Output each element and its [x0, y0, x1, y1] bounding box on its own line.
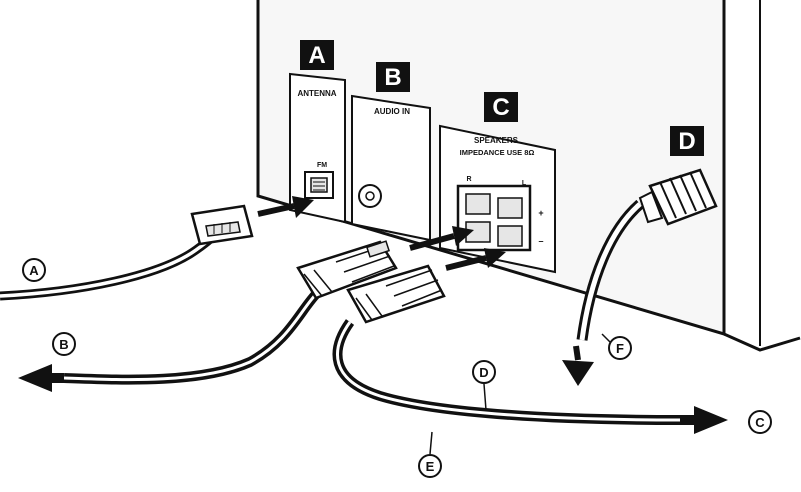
section-a-letter: A — [308, 42, 325, 69]
impedance-label: IMPEDANCE USE 8Ω — [460, 148, 535, 157]
speaker-minus-label: – — [538, 236, 543, 246]
svg-text:F: F — [616, 341, 624, 356]
section-b-box — [376, 62, 410, 92]
speaker-cable-c — [332, 319, 728, 434]
power-cord — [562, 168, 718, 386]
callout-f: F — [608, 336, 632, 360]
speakers-panel: C SPEAKERS IMPEDANCE USE 8Ω R L + – — [439, 92, 556, 274]
callout-a: A — [22, 258, 46, 282]
section-a-box — [300, 40, 334, 70]
power-plug[interactable] — [638, 168, 718, 226]
arrow-right-icon — [445, 255, 487, 271]
section-b-letter: B — [384, 64, 401, 91]
antenna-panel: A ANTENNA FM — [289, 40, 346, 224]
callout-c: C — [748, 410, 772, 434]
arrow-right-icon — [257, 203, 295, 217]
speaker-plug-right[interactable] — [296, 240, 398, 300]
callout-e: E — [418, 454, 442, 478]
leader-line-e — [429, 431, 433, 455]
leader-line-d — [483, 383, 487, 411]
svg-text:D: D — [479, 365, 488, 380]
callout-b: B — [52, 332, 76, 356]
arrow-head-icon — [292, 196, 314, 218]
speaker-left-label: L — [522, 180, 527, 187]
section-c-box — [484, 92, 518, 122]
antenna-plug[interactable] — [190, 204, 254, 246]
speakers-label: SPEAKERS — [474, 136, 519, 145]
audio-in-label: AUDIO IN — [374, 107, 410, 116]
antenna-cable — [0, 196, 314, 301]
speaker-plus-label: + — [538, 208, 543, 218]
fm-antenna-jack[interactable] — [304, 171, 334, 199]
arrow-down-icon — [562, 360, 594, 386]
svg-text:E: E — [426, 459, 435, 474]
leader-line-f — [601, 333, 611, 343]
arrow-left-icon — [18, 364, 52, 392]
arrow-right-icon — [409, 233, 455, 251]
antenna-label: ANTENNA — [297, 89, 336, 98]
svg-text:A: A — [29, 263, 39, 278]
section-d-letter: D — [678, 128, 695, 155]
arrow-right-icon — [694, 406, 728, 434]
audio-in-panel: B AUDIO IN — [351, 62, 431, 242]
svg-text:B: B — [59, 337, 68, 352]
section-c-letter: C — [492, 94, 509, 121]
callout-d: D — [472, 360, 496, 384]
speaker-terminals[interactable] — [456, 184, 532, 252]
arrow-head-icon — [452, 226, 474, 246]
speaker-right-label: R — [466, 176, 471, 183]
fm-label: FM — [317, 162, 327, 169]
audio-in-jack[interactable] — [358, 184, 382, 208]
arrow-head-icon — [484, 248, 506, 268]
speaker-plug-left[interactable] — [346, 264, 446, 324]
svg-text:C: C — [755, 415, 765, 430]
speaker-cable-b — [18, 288, 322, 392]
section-d-box — [670, 126, 704, 156]
